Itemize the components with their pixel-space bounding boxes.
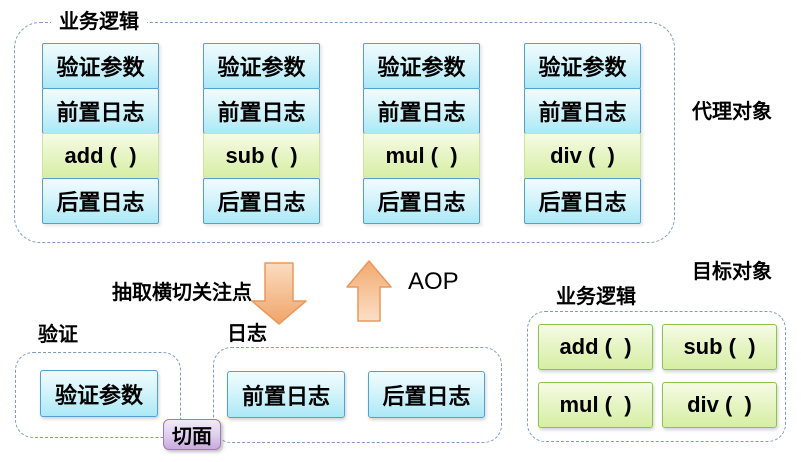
up-arrow-icon — [346, 260, 392, 322]
pre-log-cell: 前置日志 — [42, 88, 159, 134]
target-method-mul: mul ( ) — [538, 382, 653, 428]
target-method-add: add ( ) — [538, 324, 653, 370]
pre-log-cell: 前置日志 — [203, 88, 320, 134]
post-log-box: 后置日志 — [368, 371, 485, 418]
validate-params-cell: 验证参数 — [363, 43, 480, 89]
log-group-box: 前置日志 后置日志 — [213, 347, 502, 443]
aspect-badge: 切面 — [163, 419, 221, 450]
proxy-object-label: 代理对象 — [692, 101, 772, 123]
down-arrow-icon — [251, 262, 307, 325]
validate-params-cell: 验证参数 — [42, 43, 159, 89]
post-log-cell: 后置日志 — [42, 178, 159, 224]
post-log-cell: 后置日志 — [203, 178, 320, 224]
validation-group-label: 验证 — [38, 324, 78, 346]
proxy-group-box: 业务逻辑 验证参数 前置日志 add ( ) 后置日志 验证参数 前置日志 su… — [14, 11, 675, 243]
target-object-label: 目标对象 — [692, 261, 772, 283]
pre-log-cell: 前置日志 — [524, 88, 641, 134]
validation-group-box: 验证参数 — [15, 352, 181, 438]
proxy-group-label: 业务逻辑 — [51, 11, 147, 33]
method-column-add: 验证参数 前置日志 add ( ) 后置日志 — [42, 43, 159, 224]
target-group-label: 业务逻辑 — [556, 286, 636, 308]
post-log-cell: 后置日志 — [363, 178, 480, 224]
aop-label: AOP — [408, 268, 459, 295]
target-group-box: add ( ) sub ( ) mul ( ) div ( ) — [527, 311, 786, 442]
validate-params-cell: 验证参数 — [524, 43, 641, 89]
method-cell-mul: mul ( ) — [363, 133, 480, 179]
log-group-label: 日志 — [227, 323, 267, 345]
method-cell-sub: sub ( ) — [203, 133, 320, 179]
target-method-sub: sub ( ) — [662, 324, 777, 370]
method-column-sub: 验证参数 前置日志 sub ( ) 后置日志 — [203, 43, 320, 224]
validate-params-box: 验证参数 — [40, 370, 158, 417]
pre-log-box: 前置日志 — [227, 371, 345, 418]
method-column-div: 验证参数 前置日志 div ( ) 后置日志 — [524, 43, 641, 224]
method-column-mul: 验证参数 前置日志 mul ( ) 后置日志 — [363, 43, 480, 224]
pre-log-cell: 前置日志 — [363, 88, 480, 134]
method-cell-add: add ( ) — [42, 133, 159, 179]
method-cell-div: div ( ) — [524, 133, 641, 179]
extract-crosscut-label: 抽取横切关注点 — [112, 282, 252, 304]
target-method-div: div ( ) — [662, 382, 777, 428]
post-log-cell: 后置日志 — [524, 178, 641, 224]
validate-params-cell: 验证参数 — [203, 43, 320, 89]
